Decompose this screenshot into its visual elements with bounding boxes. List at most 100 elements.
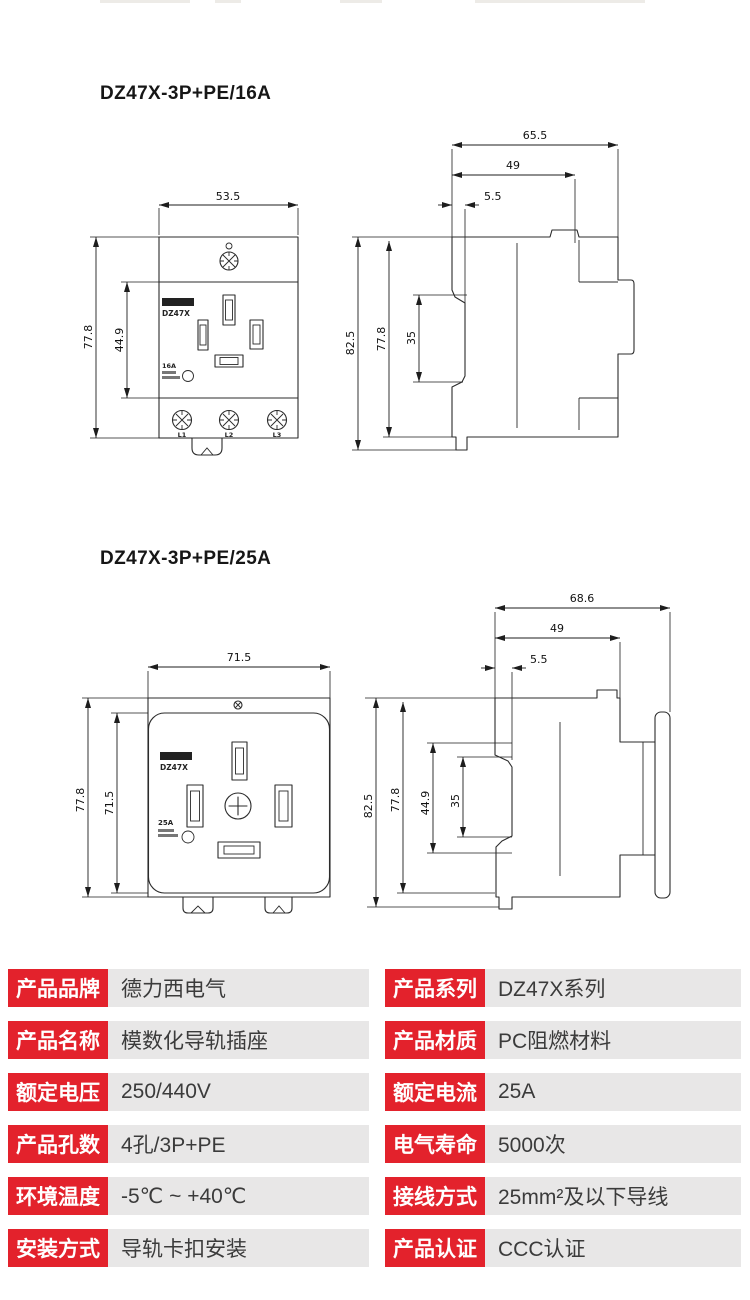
side-profile-outline bbox=[494, 689, 671, 910]
dim-label: 68.6 bbox=[570, 592, 595, 605]
spec-row: 额定电压 250/440V bbox=[8, 1073, 369, 1111]
socket-slot-left bbox=[197, 319, 209, 351]
dimension-height-total: 82.5 bbox=[344, 237, 456, 451]
dim-label: 44.9 bbox=[419, 791, 432, 816]
faceplate: DELIXI DZ47X 16A bbox=[162, 294, 264, 382]
ccc-mark-icon bbox=[181, 830, 195, 844]
model-text: DZ47X bbox=[162, 309, 190, 318]
terminal-label: L1 bbox=[178, 431, 187, 439]
dim-label: 77.8 bbox=[375, 327, 388, 352]
spec-row: 接线方式 25mm²及以下导线 bbox=[385, 1177, 741, 1215]
center-screw-icon bbox=[224, 792, 252, 820]
spec-value: DZ47X系列 bbox=[485, 969, 741, 1007]
spec-label: 产品认证 bbox=[385, 1229, 485, 1267]
dimension-width: 53.5 bbox=[158, 190, 299, 235]
socket-slot-right bbox=[274, 784, 293, 828]
socket-slot-left bbox=[186, 784, 204, 828]
socket-slot-top bbox=[231, 741, 248, 781]
spec-label: 安装方式 bbox=[8, 1229, 108, 1267]
fine-print bbox=[158, 834, 178, 837]
spec-row: 产品材质 PC阻燃材料 bbox=[385, 1021, 741, 1059]
section-title-25a: DZ47X-3P+PE/25A bbox=[100, 548, 272, 569]
spec-label: 环境温度 bbox=[8, 1177, 108, 1215]
dimension-height-body: 77.8 bbox=[375, 241, 452, 438]
dimension-height-body: 77.8 bbox=[389, 702, 495, 894]
spec-row: 产品名称 模数化导轨插座 bbox=[8, 1021, 369, 1059]
spec-value: 25mm²及以下导线 bbox=[485, 1177, 741, 1215]
dim-label: 35 bbox=[405, 331, 418, 345]
spec-row: 环境温度 -5℃ ~ +40℃ bbox=[8, 1177, 369, 1215]
cropped-banner-remnant bbox=[0, 0, 750, 5]
cropped-text-fragment bbox=[475, 0, 645, 3]
dim-label: 82.5 bbox=[344, 331, 357, 356]
fine-print bbox=[162, 376, 180, 379]
spec-value: PC阻燃材料 bbox=[485, 1021, 741, 1059]
terminal-label: L3 bbox=[273, 431, 282, 439]
dim-label: 71.5 bbox=[227, 651, 252, 664]
spec-value: 250/440V bbox=[108, 1073, 369, 1111]
spec-value: 德力西电气 bbox=[108, 969, 369, 1007]
brand-logo-text: DELIXI bbox=[168, 301, 188, 307]
spec-label: 产品系列 bbox=[385, 969, 485, 1007]
dim-label: 49 bbox=[506, 159, 520, 172]
spec-value: CCC认证 bbox=[485, 1229, 741, 1267]
spec-label: 接线方式 bbox=[385, 1177, 485, 1215]
25a-side-view-drawing: 68.6 49 5.5 82.5 77.8 bbox=[362, 592, 671, 910]
dimension-height: 77.8 bbox=[74, 697, 148, 898]
body-outline bbox=[147, 697, 331, 914]
rating-text: 25A bbox=[158, 819, 174, 827]
screw-icon bbox=[171, 409, 193, 431]
spec-label: 电气寿命 bbox=[385, 1125, 485, 1163]
rating-text: 16A bbox=[162, 362, 176, 370]
dimension-width: 71.5 bbox=[147, 651, 331, 698]
dim-label: 77.8 bbox=[82, 325, 95, 350]
spec-row: 电气寿命 5000次 bbox=[385, 1125, 741, 1163]
spec-row: 产品品牌 德力西电气 bbox=[8, 969, 369, 1007]
spec-value: 模数化导轨插座 bbox=[108, 1021, 369, 1059]
dimension-depth-total: 68.6 bbox=[494, 592, 671, 712]
spec-row: 安装方式 导轨卡扣安装 bbox=[8, 1229, 369, 1267]
25a-front-view-drawing: 71.5 DELIXI DZ47X bbox=[74, 651, 331, 914]
dimension-height-total: 82.5 bbox=[362, 698, 499, 908]
dim-label: 5.5 bbox=[530, 653, 548, 666]
top-screw-icon bbox=[219, 242, 239, 271]
cropped-text-fragment bbox=[215, 0, 241, 3]
dim-label: 5.5 bbox=[484, 190, 502, 203]
dimension-inner-height: 44.9 bbox=[113, 281, 159, 399]
spec-value: 5000次 bbox=[485, 1125, 741, 1163]
brand-logo bbox=[162, 298, 194, 306]
spec-value: 导轨卡扣安装 bbox=[108, 1229, 369, 1267]
dim-label: 82.5 bbox=[362, 794, 375, 819]
screw-icon bbox=[218, 409, 240, 431]
spec-label: 额定电压 bbox=[8, 1073, 108, 1111]
spec-label: 产品材质 bbox=[385, 1021, 485, 1059]
ccc-mark-icon bbox=[182, 370, 194, 382]
dim-label: 77.8 bbox=[389, 788, 402, 813]
spec-label: 产品孔数 bbox=[8, 1125, 108, 1163]
faceplate: DELIXI DZ47X 25A bbox=[158, 741, 293, 859]
screw-icon bbox=[266, 409, 288, 431]
terminal-label: L2 bbox=[225, 431, 234, 439]
spec-row: 额定电流 25A bbox=[385, 1073, 741, 1111]
dimension-depth-inner: 49 bbox=[452, 159, 576, 243]
16a-front-view-drawing: 53.5 DELIXI DZ47X bbox=[82, 190, 299, 456]
spec-column-left: 产品品牌 德力西电气 产品名称 模数化导轨插座 额定电压 250/440V 产品… bbox=[8, 969, 369, 1267]
flange-plate bbox=[654, 711, 671, 899]
dimension-clip: 5.5 bbox=[438, 190, 502, 310]
socket-slot-right bbox=[249, 319, 264, 350]
spec-label: 产品名称 bbox=[8, 1021, 108, 1059]
top-screw-icon bbox=[233, 700, 243, 710]
dimension-clip: 5.5 bbox=[481, 653, 548, 760]
brand-logo-text: DELIXI bbox=[166, 755, 186, 761]
cropped-text-fragment bbox=[100, 0, 190, 3]
dimension-inner-height: 44.9 bbox=[419, 742, 512, 854]
spec-row: 产品孔数 4孔/3P+PE bbox=[8, 1125, 369, 1163]
spec-value: -5℃ ~ +40℃ bbox=[108, 1177, 369, 1215]
body-outline bbox=[158, 236, 299, 456]
spec-label: 额定电流 bbox=[385, 1073, 485, 1111]
dim-label: 35 bbox=[449, 794, 462, 808]
dimension-depth-inner: 49 bbox=[495, 622, 621, 698]
dim-label: 49 bbox=[550, 622, 564, 635]
dim-label: 77.8 bbox=[74, 788, 87, 813]
